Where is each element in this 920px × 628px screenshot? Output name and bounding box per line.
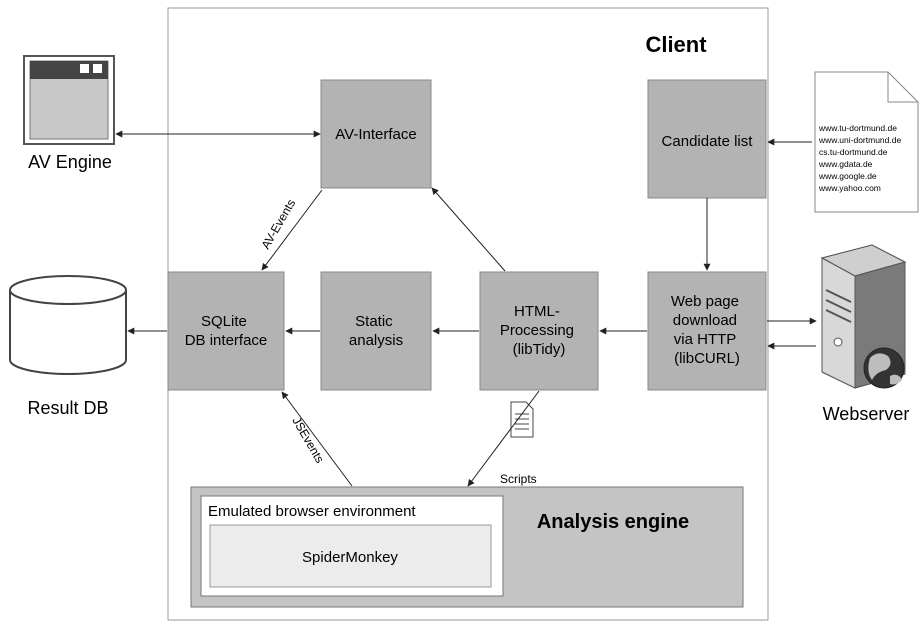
candidate-url: www.gdata.de: [818, 159, 873, 169]
web-page-download-box: Web page download via HTTP (libCURL): [647, 271, 767, 391]
sqlite-label-line2: DB interface: [185, 332, 268, 349]
script-document-icon: [510, 401, 534, 438]
database-icon: [9, 275, 127, 375]
arrow-engine-jsevents-sqlite: [281, 391, 353, 487]
candidate-url: www.google.de: [818, 171, 877, 181]
web-download-line1: Web page: [671, 293, 739, 310]
arrow-av-interface-sqlite: [261, 189, 323, 271]
candidate-url-list: www.tu-dortmund.de www.uni-dortmund.de c…: [818, 123, 904, 193]
webserver-label: Webserver: [823, 404, 910, 424]
candidate-list-box: Candidate list: [647, 79, 767, 199]
webserver-icon: [820, 244, 907, 389]
browser-environment-label: Emulated browser environment: [208, 503, 416, 520]
web-download-line2: download: [673, 312, 737, 329]
html-processing-line2: Processing: [500, 322, 574, 339]
svg-text:Web page download: Web page download via HTTP (libCURL): [671, 293, 743, 367]
static-analysis-line2: analysis: [349, 332, 403, 349]
candidate-list-label: Candidate list: [662, 133, 754, 150]
candidate-url: www.tu-dortmund.de: [818, 123, 897, 133]
sqlite-label-line1: SQLite: [201, 313, 247, 330]
spidermonkey-label: SpiderMonkey: [302, 549, 398, 566]
analysis-engine-box: Analysis engine Emulated browser environ…: [190, 486, 744, 608]
svg-text:HTML- Processing (: HTML- Processing (libTidy): [500, 303, 578, 358]
svg-text:Candidate list: Candidate list: [662, 133, 754, 150]
av-engine-label: AV Engine: [28, 152, 112, 172]
svg-text:SQLite DB interface: SQLite DB interface: [185, 313, 268, 349]
scripts-label: Scripts: [500, 472, 537, 486]
web-download-line4: (libCURL): [674, 350, 740, 367]
candidate-url: www.uni-dortmund.de: [818, 135, 901, 145]
result-db-label: Result DB: [27, 398, 108, 418]
svg-text:AV-Interface: AV-Interface: [335, 126, 416, 143]
svg-text:Static analysis: Static analysis: [349, 313, 403, 349]
static-analysis-line1: Static: [355, 313, 393, 330]
static-analysis-box: Static analysis: [320, 271, 432, 391]
arrow-html-scripts-engine: [467, 390, 540, 487]
html-processing-line3: (libTidy): [513, 341, 566, 358]
analysis-engine-title: Analysis engine: [537, 511, 689, 533]
av-engine-window-icon: [23, 55, 115, 145]
document-icon: [814, 71, 919, 213]
arrow-html-av-interface: [431, 187, 506, 272]
html-processing-box: HTML- Processing (libTidy): [479, 271, 599, 391]
spidermonkey-box: [209, 524, 492, 588]
web-download-line3: via HTTP: [674, 331, 737, 348]
html-processing-line1: HTML-: [514, 303, 560, 320]
av-interface-label: AV-Interface: [335, 126, 416, 143]
sqlite-db-interface-box: SQLite DB interface: [167, 271, 285, 391]
client-title: Client: [645, 32, 707, 57]
candidate-url: cs.tu-dortmund.de: [819, 147, 888, 157]
av-interface-box: AV-Interface: [320, 79, 432, 189]
candidate-url: www.yahoo.com: [818, 183, 881, 193]
